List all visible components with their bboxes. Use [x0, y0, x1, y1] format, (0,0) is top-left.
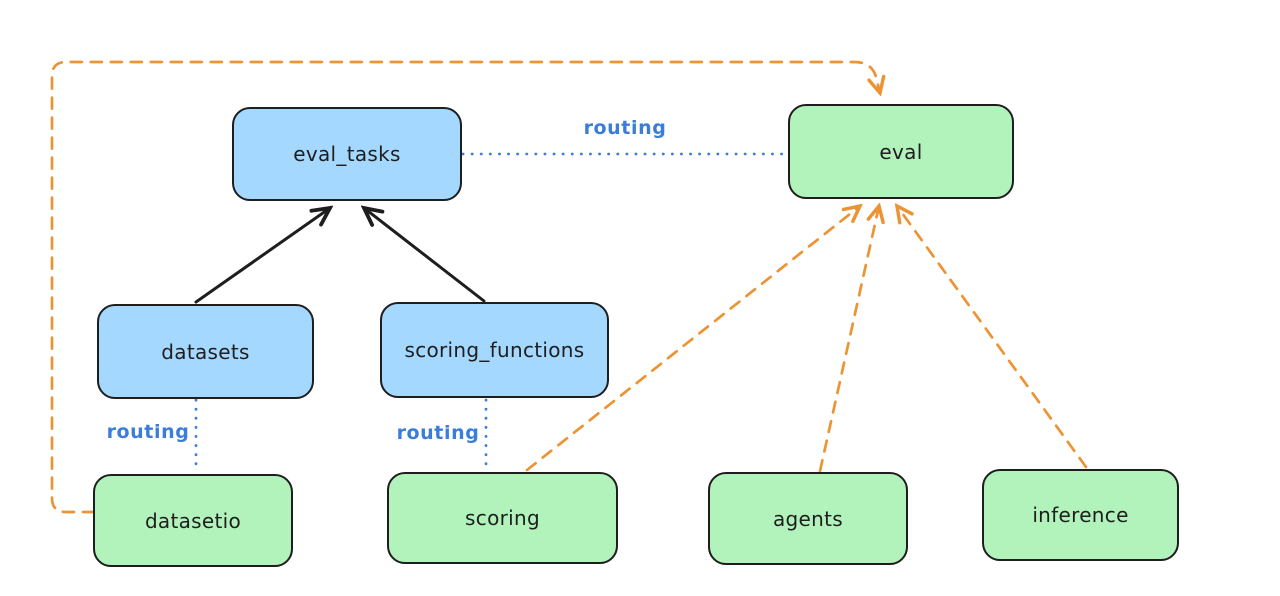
node-datasetio-label: datasetio — [144, 508, 242, 533]
edge-scoring-functions-to-eval-tasks — [364, 208, 486, 303]
node-datasets-label: datasets — [161, 339, 250, 364]
node-agents: agents — [708, 472, 908, 565]
node-eval-tasks-label: eval_tasks — [293, 142, 401, 166]
edge-scoring-to-eval — [525, 206, 860, 472]
node-eval: eval — [788, 104, 1014, 199]
node-eval-tasks: eval_tasks — [232, 107, 462, 201]
node-agents-label: agents — [773, 506, 843, 531]
node-datasets: datasets — [97, 304, 314, 399]
node-datasetio: datasetio — [93, 474, 293, 567]
edge-datasets-to-eval-tasks — [194, 208, 330, 304]
node-scoring: scoring — [387, 472, 618, 564]
edge-datasetio-to-eval — [50, 60, 880, 514]
node-inference: inference — [982, 469, 1179, 561]
edge-label-routing-datasets: routing — [106, 421, 190, 443]
node-scoring-functions-label: scoring_functions — [404, 338, 585, 362]
edge-label-routing-scoring: routing — [396, 422, 480, 444]
edge-agents-to-eval — [818, 206, 879, 473]
edge-label-routing-top: routing — [583, 117, 667, 139]
node-eval-label: eval — [879, 139, 923, 164]
node-scoring-label: scoring — [465, 506, 540, 530]
node-scoring-functions: scoring_functions — [380, 302, 609, 398]
edge-inference-to-eval — [897, 206, 1088, 469]
node-inference-label: inference — [1032, 503, 1129, 527]
